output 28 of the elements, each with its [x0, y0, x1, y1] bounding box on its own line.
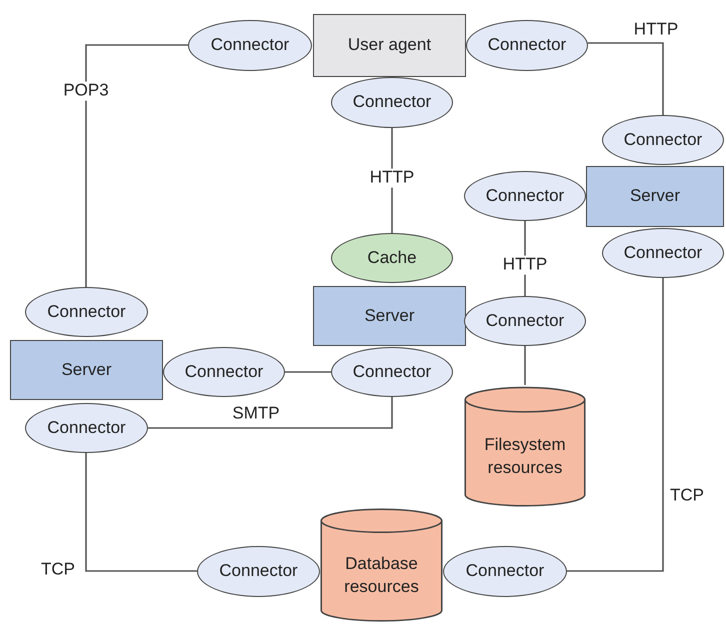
connector-ellipse: Connector — [602, 228, 724, 278]
edge-label: HTTP — [368, 168, 416, 188]
edge-label: HTTP — [502, 256, 548, 274]
connector-ellipse: Connector — [197, 546, 320, 597]
connector-line — [524, 346, 526, 385]
connector-line — [85, 453, 197, 572]
connector-line — [285, 371, 331, 373]
user-agent-box: User agent — [313, 14, 466, 77]
edge-label: POP3 — [62, 82, 110, 100]
connector-ellipse: Connector — [188, 20, 312, 71]
connector-ellipse: Connector — [464, 296, 586, 346]
connector-ellipse: Connector — [331, 77, 453, 128]
connector-ellipse: Connector — [25, 287, 148, 337]
connector-ellipse: Connector — [25, 403, 148, 453]
server-box: Server — [313, 286, 466, 346]
cache-ellipse: Cache — [331, 233, 453, 283]
server-box: Server — [10, 340, 163, 400]
connector-ellipse: Connector — [466, 20, 588, 71]
connector-ellipse: Connector — [443, 546, 567, 597]
connector-line — [148, 397, 393, 429]
connector-ellipse: Connector — [602, 115, 724, 165]
server-box: Server — [586, 166, 724, 227]
connector-line — [85, 44, 188, 287]
connector-ellipse: Connector — [464, 171, 586, 221]
connector-ellipse: Connector — [163, 347, 285, 397]
connector-ellipse: Connector — [331, 347, 453, 397]
connector-line — [588, 42, 664, 115]
connector-line — [567, 278, 664, 572]
